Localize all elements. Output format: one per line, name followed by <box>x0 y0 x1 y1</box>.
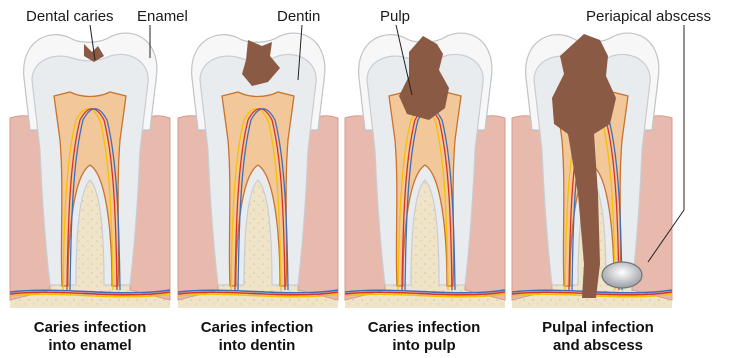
caption-1-line2: into enamel <box>48 337 131 354</box>
periapical-abscess-mass <box>602 262 642 288</box>
caption-4-line1: Pulpal infection <box>542 319 654 336</box>
label-pulp: Pulp <box>380 8 410 25</box>
label-enamel: Enamel <box>137 8 188 25</box>
caption-3-line1: Caries infection <box>368 319 481 336</box>
caption-3-line2: into pulp <box>392 337 455 354</box>
caption-2-line2: into dentin <box>219 337 296 354</box>
label-dental-caries: Dental caries <box>26 8 114 25</box>
caption-4-line2: and abscess <box>553 337 643 354</box>
caption-2-line1: Caries infection <box>201 319 314 336</box>
caption-1-line1: Caries infection <box>34 319 147 336</box>
label-periapical-abscess: Periapical abscess <box>586 8 711 25</box>
panel-dentin <box>178 33 338 308</box>
panel-enamel <box>10 33 170 308</box>
panel-pulp <box>345 33 505 308</box>
panel-abscess <box>512 33 672 308</box>
label-dentin: Dentin <box>277 8 320 25</box>
